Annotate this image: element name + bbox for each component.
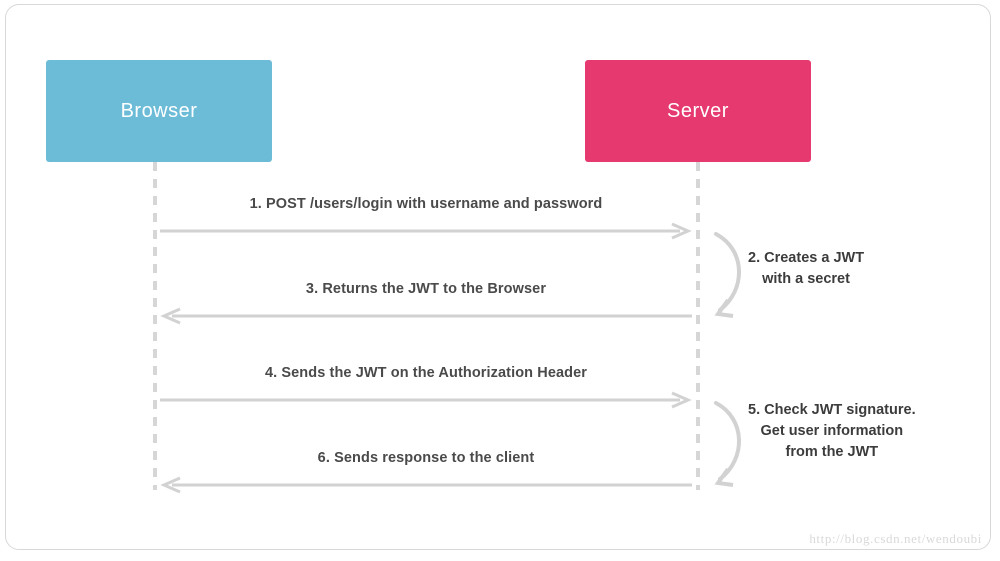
message-arrow-left-3: [160, 307, 692, 325]
message-label-3: 3. Returns the JWT to the Browser: [305, 281, 547, 297]
note-5-line-3: from the JWT: [785, 444, 879, 460]
message-label-4: 4. Sends the JWT on the Authorization He…: [264, 365, 588, 381]
lifeline-browser: [153, 162, 157, 490]
note-5-line-2: Get user information: [760, 423, 904, 439]
actor-box-server: Server: [585, 60, 811, 162]
self-call-curve-2: [714, 232, 741, 318]
note-2-line-2: with a secret: [762, 271, 850, 287]
message-row-6: 6. Sends response to the client: [160, 450, 692, 496]
message-label-6: 6. Sends response to the client: [317, 450, 535, 466]
message-arrow-right-1: [160, 222, 692, 240]
message-row-3: 3. Returns the JWT to the Browser: [160, 281, 692, 327]
note-text-5: 5. Check JWT signature. Get user informa…: [748, 400, 916, 463]
watermark: http://blog.csdn.net/wendoubi: [809, 531, 982, 546]
note-2-line-1: 2. Creates a JWT: [748, 250, 865, 266]
self-call-curve-5: [714, 401, 741, 487]
message-label-1: 1. POST /users/login with username and p…: [249, 196, 603, 212]
message-row-1: 1. POST /users/login with username and p…: [160, 196, 692, 242]
actor-label-browser: Browser: [120, 99, 198, 122]
message-row-4: 4. Sends the JWT on the Authorization He…: [160, 365, 692, 411]
message-arrow-left-6: [160, 476, 692, 494]
actor-label-server: Server: [667, 99, 729, 122]
lifeline-server: [696, 162, 700, 490]
note-5-line-1: 5. Check JWT signature.: [748, 402, 916, 418]
note-text-2: 2. Creates a JWT with a secret: [748, 248, 864, 290]
actor-box-browser: Browser: [46, 60, 272, 162]
message-arrow-right-4: [160, 391, 692, 409]
